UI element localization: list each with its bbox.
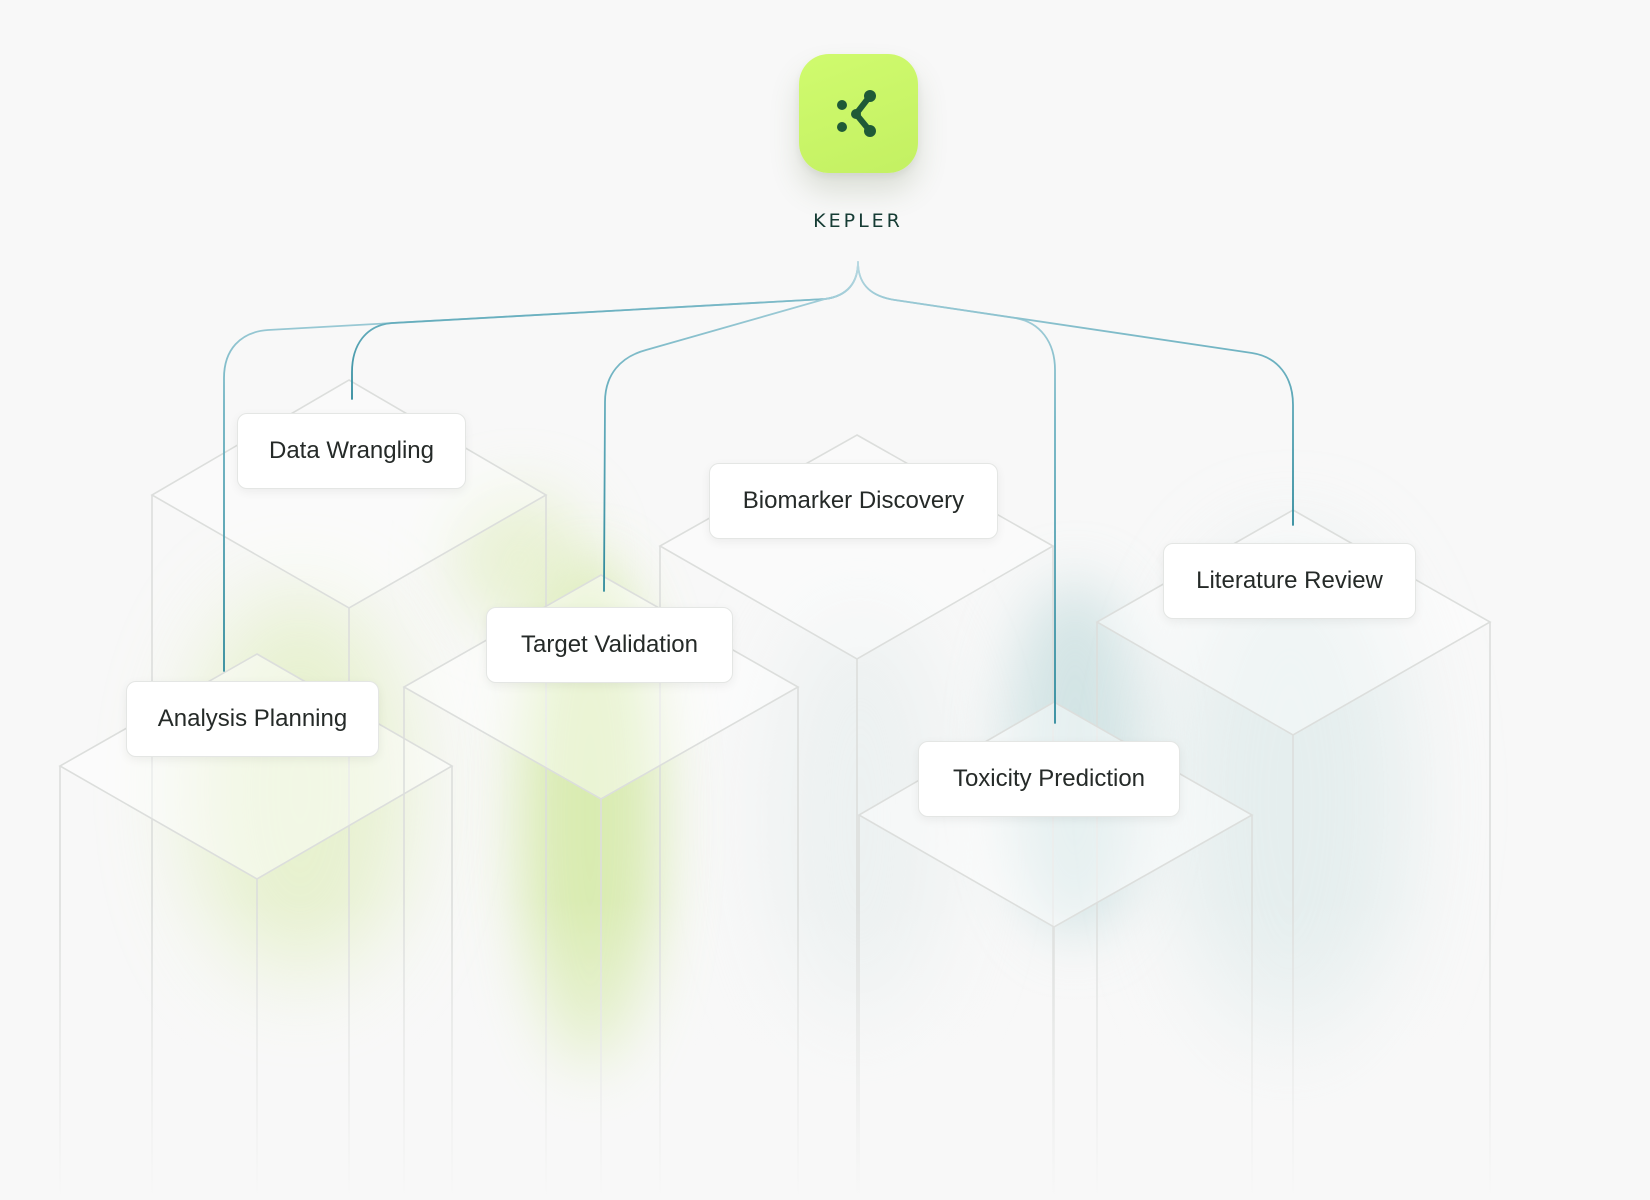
node-toxicity-prediction[interactable]: Toxicity Prediction xyxy=(918,741,1180,817)
node-analysis-planning[interactable]: Analysis Planning xyxy=(126,681,379,757)
bottom-fade xyxy=(0,900,1650,1200)
kepler-logo xyxy=(799,54,918,173)
connector-literature-review xyxy=(857,261,1294,526)
node-target-validation[interactable]: Target Validation xyxy=(486,607,733,683)
network-nodes-icon xyxy=(836,89,876,137)
connector-target-validation xyxy=(603,261,859,592)
connector-data-wrangling xyxy=(351,261,859,400)
node-biomarker-discovery[interactable]: Biomarker Discovery xyxy=(709,463,998,539)
node-data-wrangling[interactable]: Data Wrangling xyxy=(237,413,466,489)
brand-name: KEPLER xyxy=(813,210,903,232)
connector-lines xyxy=(223,261,1294,724)
node-literature-review[interactable]: Literature Review xyxy=(1163,543,1416,619)
